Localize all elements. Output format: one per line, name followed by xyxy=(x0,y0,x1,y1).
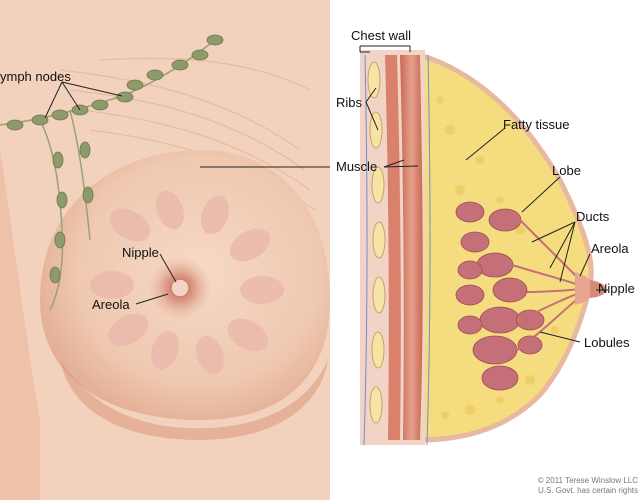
side-nipple xyxy=(590,280,606,298)
breast-underside-shadow xyxy=(60,360,328,440)
label-areola-front: Areola xyxy=(92,297,130,312)
front-lobes xyxy=(90,190,284,375)
side-view xyxy=(330,0,640,500)
label-ribs: Ribs xyxy=(336,95,363,110)
label-nipple-front: Nipple xyxy=(122,245,159,260)
side-lobes xyxy=(455,201,545,391)
label-nipple-side: Nipple xyxy=(598,281,635,296)
fat-texture xyxy=(436,96,559,419)
label-lobules: Lobules xyxy=(584,335,630,350)
copyright-line-2: U.S. Govt. has certain rights xyxy=(537,486,638,495)
label-fatty-tissue: Fatty tissue xyxy=(503,117,570,132)
label-chest-wall: Chest wall xyxy=(351,28,411,43)
label-lobe: Lobe xyxy=(552,163,581,178)
muscle-band xyxy=(400,55,423,440)
side-leader-lines xyxy=(359,45,608,343)
arm-shadow xyxy=(0,150,40,500)
copyright-line-1: © 2011 Terese Winslow LLC xyxy=(537,476,638,485)
copyright-notice: © 2011 Terese Winslow LLC U.S. Govt. has… xyxy=(538,476,638,496)
muscle-band-2 xyxy=(385,55,401,440)
front-view xyxy=(0,0,338,500)
label-lymph-nodes: ymph nodes xyxy=(0,69,71,84)
front-leader-lines xyxy=(44,81,338,305)
side-areola xyxy=(575,272,594,305)
lymph-nodes xyxy=(6,34,224,284)
label-muscle: Muscle xyxy=(336,159,378,174)
label-ducts: Ducts xyxy=(576,209,610,224)
vessels xyxy=(363,54,431,446)
ribs-stack xyxy=(367,61,386,424)
label-areola-side: Areola xyxy=(591,241,629,256)
front-nipple xyxy=(170,278,190,298)
